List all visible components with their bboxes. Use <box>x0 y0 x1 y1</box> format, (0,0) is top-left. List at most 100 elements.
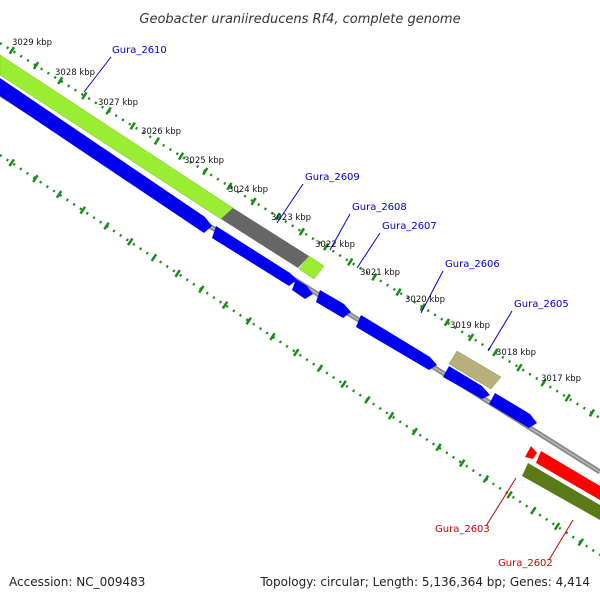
tick-mark <box>467 333 475 342</box>
cds-gura-2602 <box>536 451 600 500</box>
inner-ticks <box>8 158 585 547</box>
tick-mark <box>105 106 112 115</box>
tick-mark <box>32 61 40 70</box>
gene-label: Gura_2606 <box>445 259 500 270</box>
gene-leader-line <box>487 310 513 352</box>
cds-gura-2605 <box>443 366 490 399</box>
gene-leader-line <box>83 56 112 93</box>
tick-mark <box>177 152 185 161</box>
cds-gura-2609 <box>212 226 297 286</box>
tick-label: 3024 kbp <box>228 185 268 195</box>
gene-leader-line <box>420 270 444 314</box>
tick-mark <box>32 174 39 183</box>
tick-mark <box>202 167 209 176</box>
tick-label: 3018 kbp <box>496 348 536 358</box>
tick-label: 3019 kbp <box>450 321 490 331</box>
gene-label: Gura_2610 <box>112 45 167 56</box>
tick-label: 3020 kbp <box>405 295 445 305</box>
tick-mark <box>126 237 134 246</box>
major-ticks <box>8 46 596 417</box>
gene-label: Gura_2603 <box>435 524 490 535</box>
inner-dotted-ring <box>0 153 600 557</box>
cds-gura-2604 <box>489 393 537 428</box>
tick-mark <box>153 136 161 146</box>
tick-mark <box>129 121 136 130</box>
cds-gura-2610 <box>0 78 212 233</box>
gene-label: Gura_2602 <box>498 558 553 569</box>
tick-mark <box>198 285 205 294</box>
cds-gura-2606 <box>356 315 437 370</box>
cds-gura-2603 <box>525 446 537 459</box>
tick-mark <box>371 272 378 282</box>
tick-mark <box>221 301 229 310</box>
tick-mark <box>79 206 87 215</box>
tick-mark <box>492 348 499 357</box>
tick-mark <box>103 221 110 231</box>
gene-label: Gura_2605 <box>514 299 569 310</box>
tick-mark <box>174 269 181 278</box>
gene-leader-line <box>356 232 381 269</box>
tick-mark <box>340 380 347 389</box>
tick-mark <box>8 46 16 55</box>
tick-mark <box>395 288 402 297</box>
tick-mark <box>250 197 257 206</box>
gene-leader-line <box>548 519 574 561</box>
tick-label: 3021 kbp <box>360 268 400 278</box>
tick-mark <box>274 212 281 221</box>
tick-mark <box>387 411 395 420</box>
tick-mark <box>226 182 233 191</box>
tick-mark <box>57 76 64 85</box>
gene-label: Gura_2609 <box>305 172 360 183</box>
feature-green-small <box>298 255 325 280</box>
summary-text: Topology: circular; Length: 5,136,364 bp… <box>259 575 590 589</box>
feature-olive-band <box>522 463 600 520</box>
gene-leader-line <box>329 213 351 251</box>
outer-tick-ring <box>0 41 600 420</box>
gene-label: Gura_2608 <box>352 202 407 213</box>
tick-mark <box>55 190 63 199</box>
tick-mark <box>150 253 158 262</box>
tick-mark <box>540 378 547 387</box>
tick-mark <box>506 490 513 499</box>
tick-mark <box>443 318 451 327</box>
tick-label: 3023 kbp <box>271 213 311 223</box>
tick-mark <box>298 227 306 236</box>
tick-mark <box>8 158 15 167</box>
tick-mark <box>530 506 537 515</box>
gene-labels: Gura_2610Gura_2609Gura_2608Gura_2607Gura… <box>83 45 574 569</box>
tick-mark <box>553 522 561 531</box>
feature-gray-band <box>221 208 309 268</box>
tick-mark <box>316 364 324 373</box>
tick-mark <box>516 363 523 372</box>
tick-mark <box>245 316 253 325</box>
tick-label: 3028 kbp <box>55 68 95 78</box>
tick-mark <box>435 443 442 452</box>
tick-label: 3026 kbp <box>141 127 181 137</box>
tick-mark <box>482 474 490 483</box>
tick-mark <box>458 459 466 468</box>
tick-mark <box>292 348 300 357</box>
accession-text: Accession: NC_009483 <box>9 575 145 589</box>
tick-mark <box>322 242 330 251</box>
tick-mark <box>411 427 419 436</box>
tick-mark <box>419 303 426 312</box>
tick-mark <box>364 395 371 404</box>
feature-khaki <box>448 350 502 390</box>
tick-mark <box>81 91 88 100</box>
tick-mark <box>269 332 276 341</box>
tick-mark <box>577 538 585 547</box>
cds-gura-2608 <box>292 279 313 299</box>
tick-label: 3022 kbp <box>315 240 355 250</box>
gene-leader-line <box>276 183 304 224</box>
feature-green-band <box>0 54 234 220</box>
tick-mark <box>347 257 354 266</box>
cds-gura-2607 <box>316 290 351 318</box>
gene-leader-line <box>485 477 517 527</box>
tick-label: 3027 kbp <box>98 98 138 108</box>
tick-mark <box>564 393 571 402</box>
gene-label: Gura_2607 <box>382 221 437 232</box>
tick-label: 3017 kbp <box>541 374 581 384</box>
tick-label: 3025 kbp <box>184 156 224 166</box>
